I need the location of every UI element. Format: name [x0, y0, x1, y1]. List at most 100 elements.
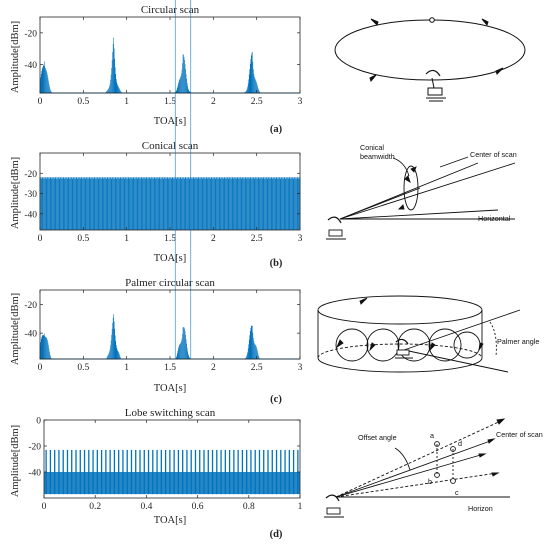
direction-arrow — [370, 18, 379, 26]
x-tick-label: 0.8 — [243, 502, 255, 512]
lobe-beam — [335, 472, 498, 498]
plot-area-palmer: 0 0.5 1 1.5 2 2.5 3 -20 -40 — [24, 0, 303, 373]
panel-label: (b) — [270, 258, 283, 269]
circular-scan-diagram — [334, 17, 526, 102]
direction-arrow — [369, 74, 377, 83]
x-tick-label: 2 — [211, 234, 216, 244]
x-tick-label: 0 — [38, 363, 43, 373]
x-tick-label: 0.4 — [140, 502, 152, 512]
diagram-label: Offset angle — [358, 433, 397, 442]
direction-arrow — [429, 342, 436, 352]
palmer-scan-diagram — [317, 295, 521, 373]
diagram-label: c — [455, 488, 459, 497]
x-axis-label: TOA[s] — [154, 116, 186, 127]
chart-title: Palmer circular scan — [125, 277, 215, 289]
switch-low-band — [44, 472, 300, 495]
diagram-label: Center of scan — [470, 150, 517, 159]
arrow-head — [404, 175, 411, 184]
scan-cone-ellipse — [403, 165, 419, 211]
y-axis-label: Amplitude[dBm] — [10, 21, 21, 93]
radar-antenna-icon — [395, 338, 413, 359]
diagram-label: Horizon — [468, 504, 493, 513]
diagram-label: Palmer angle — [497, 337, 539, 346]
leader-line — [439, 156, 469, 168]
panel-a: Circular scan 0 0.5 1 1.5 2 2.5 3 -20 -40 TOA[s]… — [10, 4, 526, 135]
arrow-head — [478, 453, 487, 458]
chart-title: Circular scan — [141, 4, 200, 16]
y-tick-label: -20 — [24, 29, 37, 39]
cylinder-bottom-hidden — [317, 343, 483, 359]
scan-circle — [397, 328, 431, 362]
cylinder-bottom — [317, 357, 483, 373]
beamwidth-arc — [392, 157, 410, 177]
signal-band — [40, 177, 300, 230]
x-tick-label: 0.6 — [192, 502, 204, 512]
scan-circle — [428, 328, 462, 362]
target-dot — [429, 17, 435, 23]
beam-edge — [339, 209, 499, 220]
lobe-beam — [335, 419, 504, 498]
lobe-point — [450, 478, 456, 484]
lobe-beam — [335, 453, 485, 498]
x-tick-label: 2 — [211, 363, 216, 373]
arrow-head — [410, 166, 417, 173]
y-tick-label: -20 — [24, 170, 37, 180]
radar-antenna-icon — [324, 494, 344, 518]
y-tick-label: -30 — [24, 190, 37, 200]
x-tick-label: 0.2 — [89, 502, 101, 512]
diagram-label-line: beamwidth — [360, 152, 395, 161]
radar-antenna-icon — [326, 216, 346, 240]
x-tick-label: 0 — [38, 234, 43, 244]
x-tick-label: 1.5 — [164, 234, 176, 244]
x-tick-label: 3 — [298, 97, 303, 107]
offset-angle-arc — [394, 447, 411, 471]
direction-arrow — [495, 67, 504, 75]
y-tick-label: -20 — [24, 301, 37, 311]
beam-edge — [339, 187, 421, 220]
x-axis-label: TOA[s] — [154, 383, 186, 394]
x-tick-label: 1 — [124, 97, 129, 107]
diagram-label: b — [428, 477, 432, 486]
arrow-head — [496, 418, 506, 425]
x-tick-label: 0.5 — [77, 363, 89, 373]
direction-arrow — [335, 339, 344, 349]
x-tick-label: 0.5 — [77, 97, 89, 107]
axes-frame — [39, 289, 301, 360]
x-tick-label: 2 — [211, 97, 216, 107]
x-tick-label: 1.5 — [164, 97, 176, 107]
scan-circle — [335, 328, 369, 362]
diagram-label: a — [430, 431, 434, 440]
arrow-head — [487, 438, 496, 444]
direction-arrow — [478, 342, 484, 351]
signal-series — [39, 37, 300, 94]
x-tick-label: 2.5 — [251, 97, 263, 107]
diagram-label: Horizontal — [478, 214, 511, 223]
direction-arrow — [359, 297, 368, 305]
y-tick-label: -40 — [24, 210, 37, 220]
x-tick-label: 1.5 — [164, 363, 176, 373]
chart-title: Lobe switching scan — [125, 407, 216, 419]
y-axis-label: Amplitude[dBm] — [10, 293, 21, 365]
conical-scan-diagram — [326, 156, 516, 240]
y-tick-label: -40 — [24, 330, 37, 340]
x-tick-label: 0 — [42, 502, 47, 512]
y-tick-label: -40 — [24, 61, 37, 71]
y-tick-label: 0 — [36, 417, 41, 427]
x-tick-label: 1 — [298, 502, 303, 512]
beam-line — [403, 349, 509, 373]
x-tick-label: 2.5 — [251, 234, 263, 244]
center-of-scan-line — [335, 439, 494, 498]
x-axis-label: TOA[s] — [154, 253, 186, 264]
diagram-label: Conical beamwidth — [360, 143, 395, 161]
panel-label: (d) — [270, 529, 283, 540]
axes-frame — [39, 16, 301, 94]
palmer-angle-arc — [489, 321, 497, 357]
x-tick-label: 2.5 — [251, 363, 263, 373]
signal-series — [44, 449, 300, 495]
panel-label: (c) — [270, 394, 282, 405]
x-tick-label: 0 — [38, 97, 43, 107]
chart-title: Conical scan — [142, 140, 199, 152]
